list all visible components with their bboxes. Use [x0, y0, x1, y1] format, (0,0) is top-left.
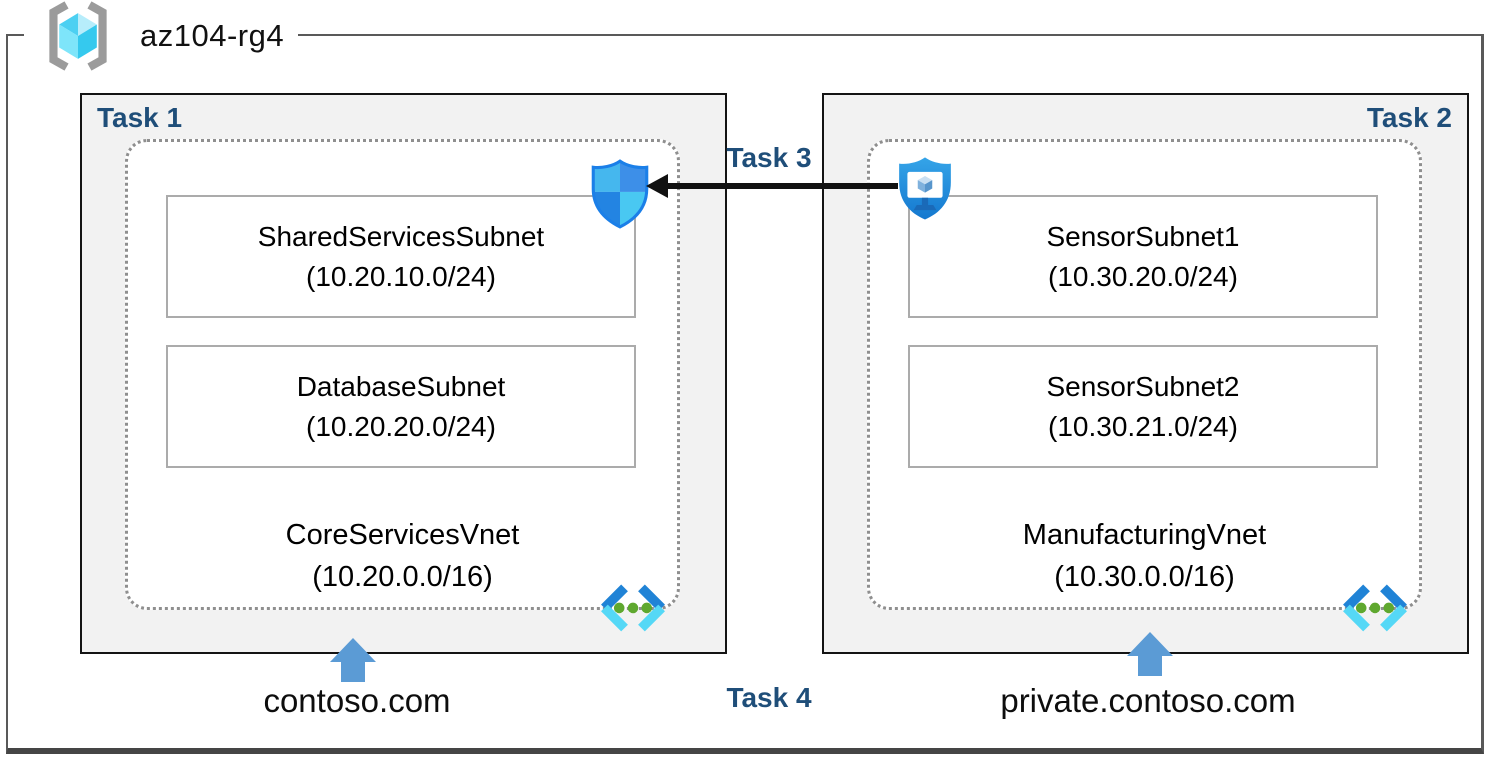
- task4-label: Task 4: [726, 682, 812, 713]
- vnet-name-manufacturing: ManufacturingVnet (10.30.0.0/16): [1022, 519, 1267, 593]
- subnet-cidr: (10.30.20.0/24): [1048, 260, 1238, 292]
- task3-arrow-line: [666, 183, 898, 189]
- task3-arrowhead: [646, 174, 668, 198]
- subnet-card-sharedservices: SharedServicesSubnet (10.20.10.0/24): [166, 195, 636, 318]
- subnet-card-sensor2: SensorSubnet2 (10.30.21.0/24): [908, 345, 1378, 468]
- subnet-name: SharedServicesSubnet: [257, 220, 545, 252]
- resource-group-name: az104-rg4: [140, 18, 285, 53]
- vnet-box-manufacturing: Task 2 SensorSubnet1 (10.30.20.0/24) Sen…: [822, 93, 1469, 654]
- vnet-box-coreservices: Task 1 SharedServicesSubnet (10.20.10.0/…: [80, 93, 727, 654]
- manufacturing-vnet-boundary: SensorSubnet1 (10.30.20.0/24) SensorSubn…: [867, 139, 1422, 632]
- bastion-shield-monitor-icon: [895, 155, 955, 225]
- subnet-name: SensorSubnet1: [1046, 220, 1240, 252]
- resource-group-icon: [34, 0, 122, 72]
- coreservices-vnet-boundary: SharedServicesSubnet (10.20.10.0/24) Dat…: [125, 139, 680, 632]
- up-arrow-icon: [330, 638, 376, 682]
- up-arrow-icon: [1127, 632, 1173, 676]
- network-security-shield-icon: [587, 158, 653, 230]
- subnet-name: DatabaseSubnet: [296, 370, 506, 402]
- subnet-cidr: (10.20.20.0/24): [306, 410, 496, 442]
- task2-label: Task 2: [1366, 102, 1452, 133]
- task1-label: Task 1: [97, 102, 183, 133]
- vnet-name-coreservices: CoreServicesVnet (10.20.0.0/16): [285, 519, 520, 593]
- subnet-cidr: (10.20.10.0/24): [306, 260, 496, 292]
- task3-label: Task 3: [726, 142, 812, 173]
- virtual-network-icon: [1339, 584, 1411, 634]
- dns-zone-contoso: contoso.com: [263, 682, 451, 719]
- virtual-network-icon: [597, 584, 669, 634]
- subnet-cidr: (10.30.21.0/24): [1048, 410, 1238, 442]
- resource-group-boundary: [6, 34, 1484, 754]
- subnet-card-database: DatabaseSubnet (10.20.20.0/24): [166, 345, 636, 468]
- subnet-name: SensorSubnet2: [1046, 370, 1240, 402]
- resource-group-header: az104-rg4: [24, 0, 299, 72]
- subnet-card-sensor1: SensorSubnet1 (10.30.20.0/24): [908, 195, 1378, 318]
- dns-zone-private-contoso: private.contoso.com: [1000, 682, 1296, 719]
